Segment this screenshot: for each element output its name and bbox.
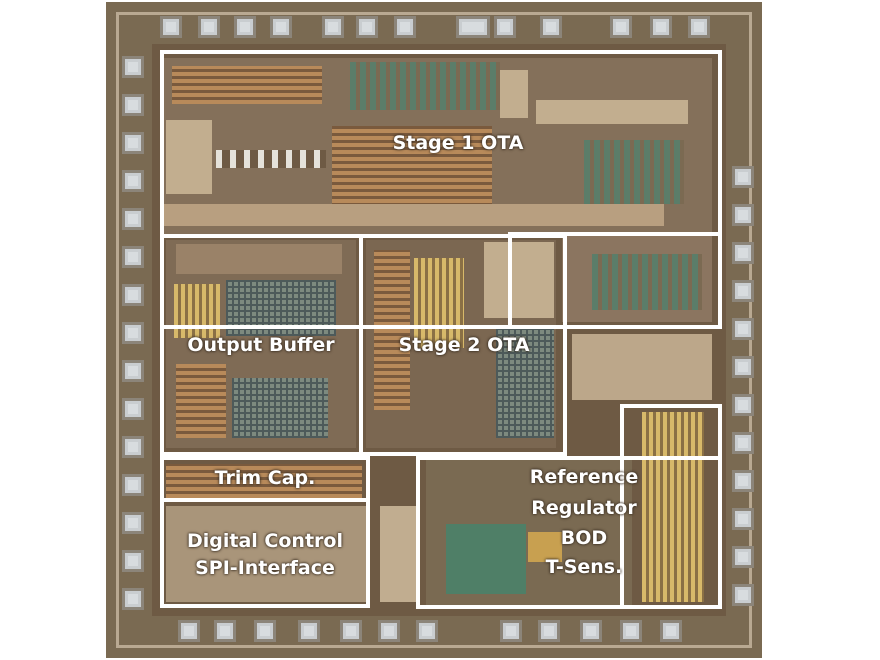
bond-pad bbox=[732, 204, 754, 226]
bond-pad bbox=[732, 356, 754, 378]
output-buffer-grid-b bbox=[232, 378, 328, 438]
bond-pad bbox=[122, 170, 144, 192]
bond-pad bbox=[122, 550, 144, 572]
bond-pad bbox=[732, 242, 754, 264]
bond-pad bbox=[732, 584, 754, 606]
bond-pad bbox=[660, 620, 682, 642]
bond-pad bbox=[122, 284, 144, 306]
spi-interface-label: SPI-Interface bbox=[195, 557, 335, 579]
bond-pad bbox=[620, 620, 642, 642]
stage2-ota-label: Stage 2 OTA bbox=[398, 334, 530, 356]
bond-pad bbox=[198, 16, 220, 38]
bond-pad bbox=[538, 620, 560, 642]
regulator-label: Regulator bbox=[531, 497, 637, 519]
right-column-array bbox=[592, 254, 702, 310]
bond-pad bbox=[500, 620, 522, 642]
bond-pad bbox=[298, 620, 320, 642]
bond-pad bbox=[610, 16, 632, 38]
stage2-ota-outline bbox=[359, 234, 567, 456]
reference-tall-outline bbox=[620, 404, 722, 609]
bond-pad bbox=[214, 620, 236, 642]
stage1-ota-notch bbox=[508, 232, 722, 329]
stage1-capacitor-c bbox=[536, 100, 688, 124]
reference-right-array bbox=[642, 412, 704, 602]
bond-pad bbox=[122, 208, 144, 230]
right-column-cap-a bbox=[572, 334, 712, 400]
bond-pad bbox=[122, 322, 144, 344]
stage1-left-array bbox=[172, 66, 322, 104]
digital-control-circuit bbox=[166, 506, 366, 602]
bond-pad bbox=[122, 474, 144, 496]
bond-pad bbox=[416, 620, 438, 642]
bond-pad bbox=[732, 546, 754, 568]
stage2-gold-array bbox=[414, 258, 464, 348]
reference-green-area bbox=[446, 524, 526, 594]
bond-pad bbox=[122, 512, 144, 534]
bond-pad bbox=[732, 508, 754, 530]
trim-cap-array bbox=[166, 464, 362, 498]
reference-gold-area bbox=[528, 532, 562, 562]
stage1-capacitor-a bbox=[166, 120, 212, 194]
bond-pad bbox=[122, 588, 144, 610]
bond-pad bbox=[732, 166, 754, 188]
digital-control-label: Digital Control bbox=[187, 530, 343, 552]
stage2-brick bbox=[374, 250, 410, 410]
bond-pad bbox=[540, 16, 562, 38]
stage2-capacitor bbox=[484, 242, 554, 318]
digital-control-outline bbox=[160, 498, 370, 608]
bond-pad bbox=[340, 620, 362, 642]
output-buffer-brick bbox=[176, 364, 226, 438]
bond-pad bbox=[456, 16, 490, 38]
digital-control-pad-area bbox=[380, 506, 420, 602]
stage1-ota-label: Stage 1 OTA bbox=[392, 132, 524, 154]
stage1-lower-band bbox=[164, 204, 664, 226]
output-buffer-gold-a bbox=[174, 284, 220, 338]
bond-pad bbox=[394, 16, 416, 38]
bond-pad bbox=[494, 16, 516, 38]
bod-label: BOD bbox=[560, 527, 608, 549]
stage1-transistor-array bbox=[350, 62, 500, 110]
bond-pad bbox=[122, 436, 144, 458]
bond-pad bbox=[122, 56, 144, 78]
output-buffer-top bbox=[176, 244, 342, 274]
bond-pad bbox=[160, 16, 182, 38]
bond-pad bbox=[378, 620, 400, 642]
output-buffer-label: Output Buffer bbox=[187, 334, 335, 356]
stage1-capacitor-b bbox=[500, 70, 528, 118]
bond-pad bbox=[732, 432, 754, 454]
bond-pad bbox=[178, 620, 200, 642]
stage1-side-array bbox=[584, 140, 684, 204]
bond-pad bbox=[122, 132, 144, 154]
bond-pad bbox=[122, 398, 144, 420]
stage1-bias-row bbox=[216, 150, 326, 168]
bond-pad bbox=[688, 16, 710, 38]
trim-cap-label: Trim Cap. bbox=[214, 467, 316, 489]
bond-pad bbox=[122, 94, 144, 116]
bond-pad bbox=[322, 16, 344, 38]
bond-pad bbox=[732, 470, 754, 492]
bond-pad bbox=[122, 360, 144, 382]
bond-pad bbox=[732, 318, 754, 340]
stage2-grid bbox=[496, 328, 554, 438]
bond-pad bbox=[580, 620, 602, 642]
stage1-ota-outline bbox=[160, 50, 722, 329]
bond-pad bbox=[732, 394, 754, 416]
bond-pad bbox=[356, 16, 378, 38]
reference-label: Reference bbox=[529, 466, 639, 488]
bond-pad bbox=[254, 620, 276, 642]
bond-pad bbox=[122, 246, 144, 268]
chip-core bbox=[152, 44, 726, 616]
bond-pad bbox=[732, 280, 754, 302]
bond-pad bbox=[650, 16, 672, 38]
bond-pad bbox=[234, 16, 256, 38]
t-sens-label: T-Sens. bbox=[545, 556, 623, 578]
stage1-resistor-array bbox=[332, 126, 492, 210]
bond-pad bbox=[270, 16, 292, 38]
